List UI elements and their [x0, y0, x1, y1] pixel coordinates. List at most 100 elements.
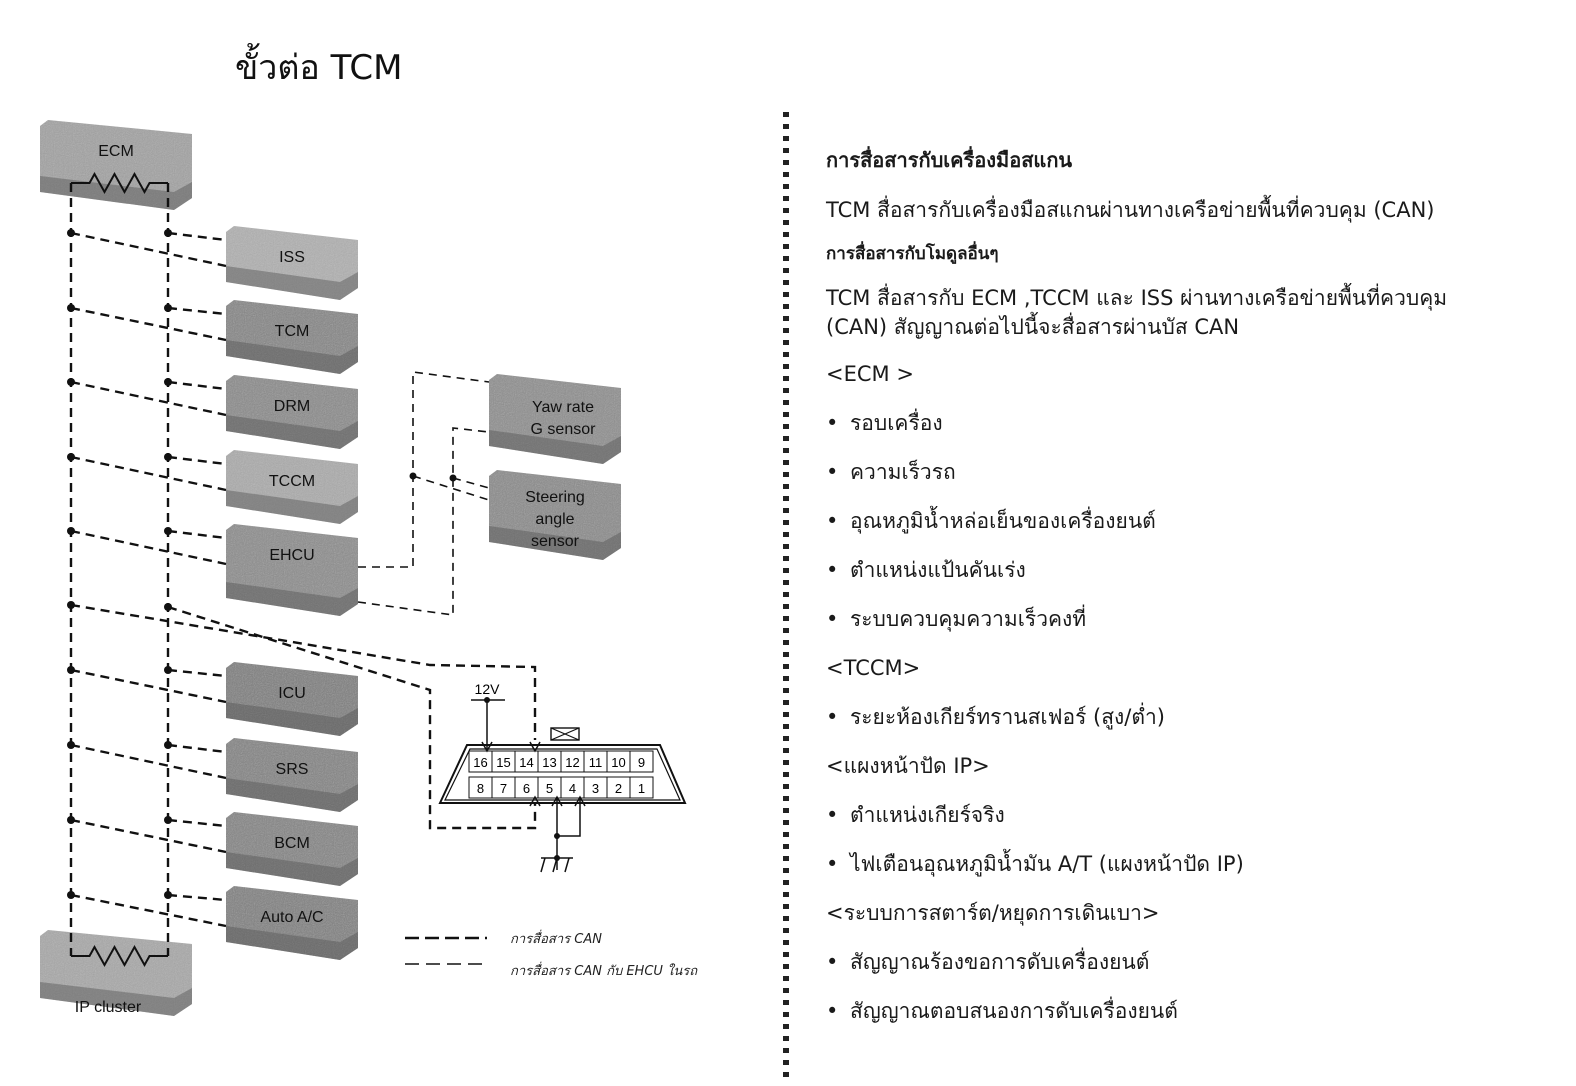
dlc-pin-label: 9	[638, 755, 645, 770]
sensor-steering-angle-label: sensor	[531, 533, 580, 550]
sensor-steering-angle: Steering angle sensor	[489, 470, 621, 560]
ehcu-local-can-line	[358, 371, 490, 568]
module-tccm-shadow	[226, 490, 358, 524]
sensor-steering-angle-label: Steering	[525, 489, 585, 506]
can-branch-line	[70, 743, 227, 780]
module-icu-shadow	[226, 702, 358, 736]
dlc-pin-label: 13	[542, 755, 556, 770]
page-title: ขั้วต่อ TCM	[235, 48, 403, 88]
module-bcm: BCM	[226, 812, 358, 886]
heading-other-modules: การสื่อสารกับโมดูลอื่นๆ	[826, 244, 999, 264]
sensor-yaw-rate-label: Yaw rate	[532, 399, 594, 416]
ehcu-local-can-line	[357, 427, 490, 616]
can-branch-line	[167, 231, 227, 242]
section-title-ip: <แผงหน้าปัด IP>	[826, 754, 990, 778]
module-ip-cluster-label: IP cluster	[75, 999, 142, 1016]
modules-text-line1: TCM สื่อสารกับ ECM ,TCCM และ ISS ผ่านทาง…	[826, 286, 1448, 310]
module-ehcu-label: EHCU	[269, 547, 314, 564]
dlc-pin-label: 8	[477, 781, 484, 796]
column-divider	[783, 112, 789, 1082]
module-ip-cluster: IP cluster	[40, 930, 192, 1016]
module-tcm-label: TCM	[275, 323, 310, 340]
module-iss-shadow	[226, 266, 358, 300]
module-iss-body	[226, 226, 358, 300]
dlc-pin-label: 4	[569, 781, 576, 796]
dlc-latch-cross	[550, 727, 580, 741]
module-tccm-label: TCCM	[269, 473, 315, 490]
module-tcm-body	[226, 300, 358, 374]
arrow-icon	[481, 741, 493, 753]
module-icu-body	[226, 662, 358, 736]
module-drm-body	[226, 375, 358, 449]
list-item: สัญญาณร้องขอการดับเครื่องยนต์	[826, 950, 1149, 975]
ip-cluster-terminating-resistor-icon	[71, 944, 168, 968]
module-auto-a-c-body	[226, 886, 358, 960]
can-branch-line	[70, 306, 227, 342]
can-branch-line	[70, 818, 227, 854]
dlc-pin-label: 6	[523, 781, 530, 796]
can-branch-line	[167, 529, 227, 540]
module-ecm: ECM	[40, 120, 192, 210]
module-ip-cluster-body	[40, 930, 192, 1016]
can-branch-line	[167, 306, 227, 316]
dlc-pin-cell	[629, 776, 654, 799]
dlc-pin-label: 10	[611, 755, 625, 770]
module-ip-cluster-shadow	[40, 982, 192, 1016]
module-srs-body	[226, 738, 358, 812]
sensor-steering-angle-shadow	[489, 526, 621, 560]
module-iss: ISS	[226, 226, 358, 300]
module-ecm-body	[40, 120, 192, 210]
can-branch-line	[167, 668, 227, 678]
can-branch-line	[70, 893, 227, 928]
module-icu-label: ICU	[278, 685, 306, 702]
module-srs: SRS	[226, 738, 358, 812]
sensor-steering-angle-body	[489, 470, 621, 560]
modules-text-line2: (CAN) สัญญาณต่อไปนี้จะสื่อสารผ่านบัส CAN	[826, 315, 1240, 339]
module-bcm-label: BCM	[274, 835, 310, 852]
section-title-ecm: <ECM >	[826, 362, 914, 386]
list-item: ความเร็วรถ	[826, 460, 956, 485]
dlc-pin-label: 5	[546, 781, 553, 796]
sensor-steering-angle-label: angle	[535, 511, 574, 528]
module-ehcu-shadow	[226, 582, 358, 616]
sensor-yaw-rate-shadow	[489, 430, 621, 464]
dlc-pin-label: 3	[592, 781, 599, 796]
module-ehcu-body	[226, 524, 358, 616]
module-srs-shadow	[226, 778, 358, 812]
section-title-tccm: <TCCM>	[826, 656, 921, 680]
sensor-yaw-rate-body	[489, 374, 621, 464]
module-ecm-label: ECM	[98, 143, 134, 160]
scan-tool-text: TCM สื่อสารกับเครื่องมือสแกนผ่านทางเครือ…	[826, 198, 1435, 222]
arrow-icon	[529, 795, 586, 807]
ecm-terminating-resistor-icon	[71, 171, 168, 195]
module-iss-label: ISS	[279, 249, 305, 266]
legend-ehcu-label: การสื่อสาร CAN กับ EHCU ในรถ	[510, 961, 698, 979]
module-drm: DRM	[226, 375, 358, 449]
list-item: ระยะห้องเกียร์ทรานสเฟอร์ (สูง/ต่ำ)	[826, 705, 1165, 730]
dlc-pin-label: 15	[496, 755, 510, 770]
can-branch-line	[70, 455, 227, 492]
dlc-pin-label: 1	[638, 781, 645, 796]
junction-node	[554, 833, 560, 839]
module-tccm: TCCM	[226, 450, 358, 524]
list-item: รอบเครื่อง	[826, 411, 943, 436]
list-item: ระบบควบคุมความเร็วคงที่	[826, 607, 1086, 632]
module-bcm-shadow	[226, 852, 358, 886]
dlc-pin-label: 16	[473, 755, 487, 770]
can-branch-line	[167, 455, 227, 466]
can-branch-line	[167, 380, 227, 391]
module-auto-a-c-label: Auto A/C	[260, 909, 323, 926]
list-item: ตำแหน่งแป้นคันเร่ง	[826, 558, 1026, 583]
dlc-pin-cell	[629, 750, 654, 773]
can-branch-line	[70, 668, 227, 704]
legend-can-label: การสื่อสาร CAN	[510, 929, 602, 947]
module-ecm-shadow	[40, 176, 192, 210]
dlc-can-line-14	[70, 603, 537, 740]
can-branch-line	[167, 743, 227, 754]
dlc-pin-label: 2	[615, 781, 622, 796]
dlc-pin-label: 11	[589, 755, 603, 770]
module-bcm-body	[226, 812, 358, 886]
list-item: ตำแหน่งเกียร์จริง	[826, 803, 1005, 828]
arrow-icon	[529, 741, 541, 753]
junction-node	[554, 855, 560, 861]
